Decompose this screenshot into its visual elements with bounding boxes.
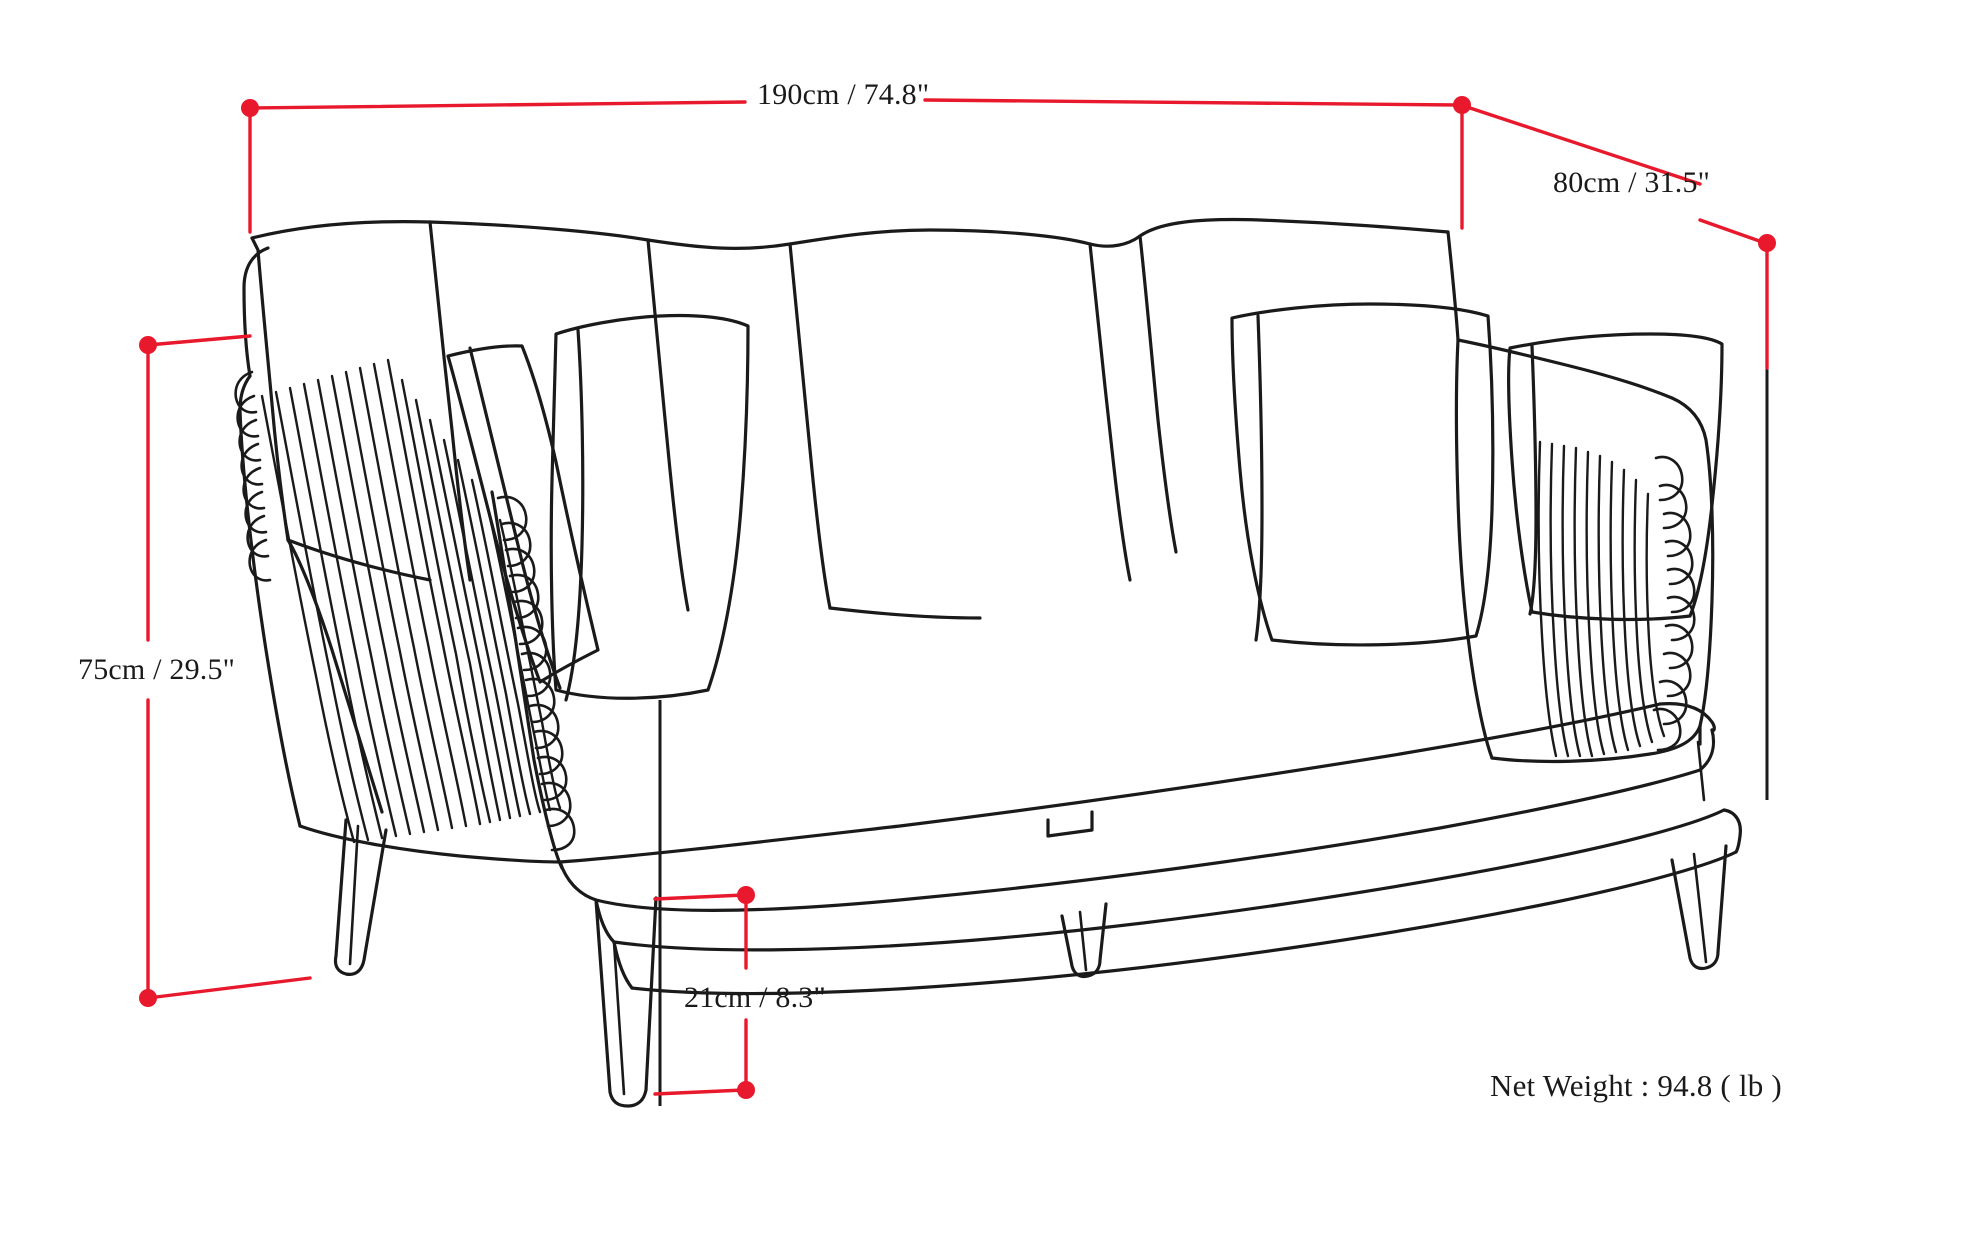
throw-pillow-right-1-seam xyxy=(1254,314,1264,642)
width-dim-line-left xyxy=(248,100,747,110)
back-cushion-seam-2 xyxy=(788,242,832,610)
right-arm-top-edge xyxy=(1456,338,1674,400)
height-leader-top xyxy=(146,334,252,347)
left-arm-bottom-edge xyxy=(298,824,562,864)
depth-node-right xyxy=(1758,234,1776,252)
height-leader-bottom xyxy=(146,976,312,1000)
left-arm-rope-wrap-front xyxy=(234,370,272,582)
width-dimension-label: 190cm / 74.8" xyxy=(757,78,930,111)
left-arm-top-frame xyxy=(242,246,270,378)
leg-back-left-inner xyxy=(348,824,360,966)
leg-center-front-inner xyxy=(1078,910,1088,972)
leg-front-left xyxy=(594,896,658,1108)
left-arm-rope-slats xyxy=(260,358,562,844)
leg-back-right xyxy=(1696,740,1706,802)
leg-node-top xyxy=(737,886,755,904)
seat-cushion-top-back xyxy=(558,702,1662,864)
leg-back-left xyxy=(333,818,388,976)
depth-dim-line-upper xyxy=(1468,106,1702,186)
width-node-left xyxy=(241,99,259,117)
right-arm-rope-slats xyxy=(1537,440,1666,758)
dimension-annotations xyxy=(139,96,1776,1099)
right-arm-inner-edge xyxy=(1454,338,1494,760)
throw-pillow-right-1 xyxy=(1230,302,1495,647)
left-arm-back-post xyxy=(490,490,564,870)
throw-pillow-right-2 xyxy=(1507,332,1724,622)
frame-front-rail-bottom xyxy=(630,850,1738,996)
leg-node-bottom xyxy=(737,1081,755,1099)
width-node-right xyxy=(1453,96,1471,114)
seat-cushion-right-end xyxy=(1658,702,1716,733)
right-arm-bottom-edge xyxy=(1490,724,1702,764)
backrest-top-edge xyxy=(250,217,1450,250)
back-cushion-seam-4 xyxy=(1138,234,1178,554)
frame-right-end xyxy=(1722,808,1742,854)
width-dim-line-right xyxy=(923,98,1460,107)
leg-leader-top xyxy=(653,893,746,901)
seat-cushion-front-edge xyxy=(558,728,1716,912)
right-arm-outer-edge xyxy=(1670,396,1715,728)
left-arm-outer-edge xyxy=(238,374,302,828)
back-cushion-bottom-mid xyxy=(828,606,982,620)
left-arm-rope-wrap-back xyxy=(496,495,576,852)
sofa-outline-group xyxy=(234,217,1742,1108)
back-cushion-seam-1 xyxy=(646,238,690,612)
leg-front-left-inner xyxy=(612,940,626,1096)
back-cushion-bottom-left xyxy=(286,538,432,582)
back-cushion-left-inner xyxy=(428,220,472,582)
frame-front-rail-top xyxy=(612,808,1726,952)
leg-height-dimension-label: 21cm / 8.3" xyxy=(684,981,826,1014)
left-arm-inner-edge xyxy=(286,538,384,814)
back-cushion-right-outer xyxy=(1446,230,1460,342)
back-cushion-seam-3 xyxy=(1088,242,1132,582)
throw-pillow-left-2-seam xyxy=(564,328,585,702)
depth-dim-line-lower xyxy=(1698,218,1767,245)
depth-dimension-label: 80cm / 31.5" xyxy=(1553,166,1711,199)
leg-center-back xyxy=(1046,810,1094,838)
leg-center-front xyxy=(1060,902,1108,979)
throw-pillow-left-2 xyxy=(549,313,750,700)
leg-leader-bottom xyxy=(653,1088,746,1096)
throw-pillow-right-2-seam xyxy=(1528,344,1538,616)
leg-front-right-inner xyxy=(1692,852,1708,964)
height-node-bottom xyxy=(139,989,157,1007)
net-weight-label: Net Weight : 94.8 ( lb ) xyxy=(1490,1068,1782,1103)
height-dimension-label: 75cm / 29.5" xyxy=(78,653,236,686)
height-node-top xyxy=(139,336,157,354)
leg-front-right xyxy=(1670,844,1728,971)
right-arm-rope-wrap-back xyxy=(1652,455,1696,752)
